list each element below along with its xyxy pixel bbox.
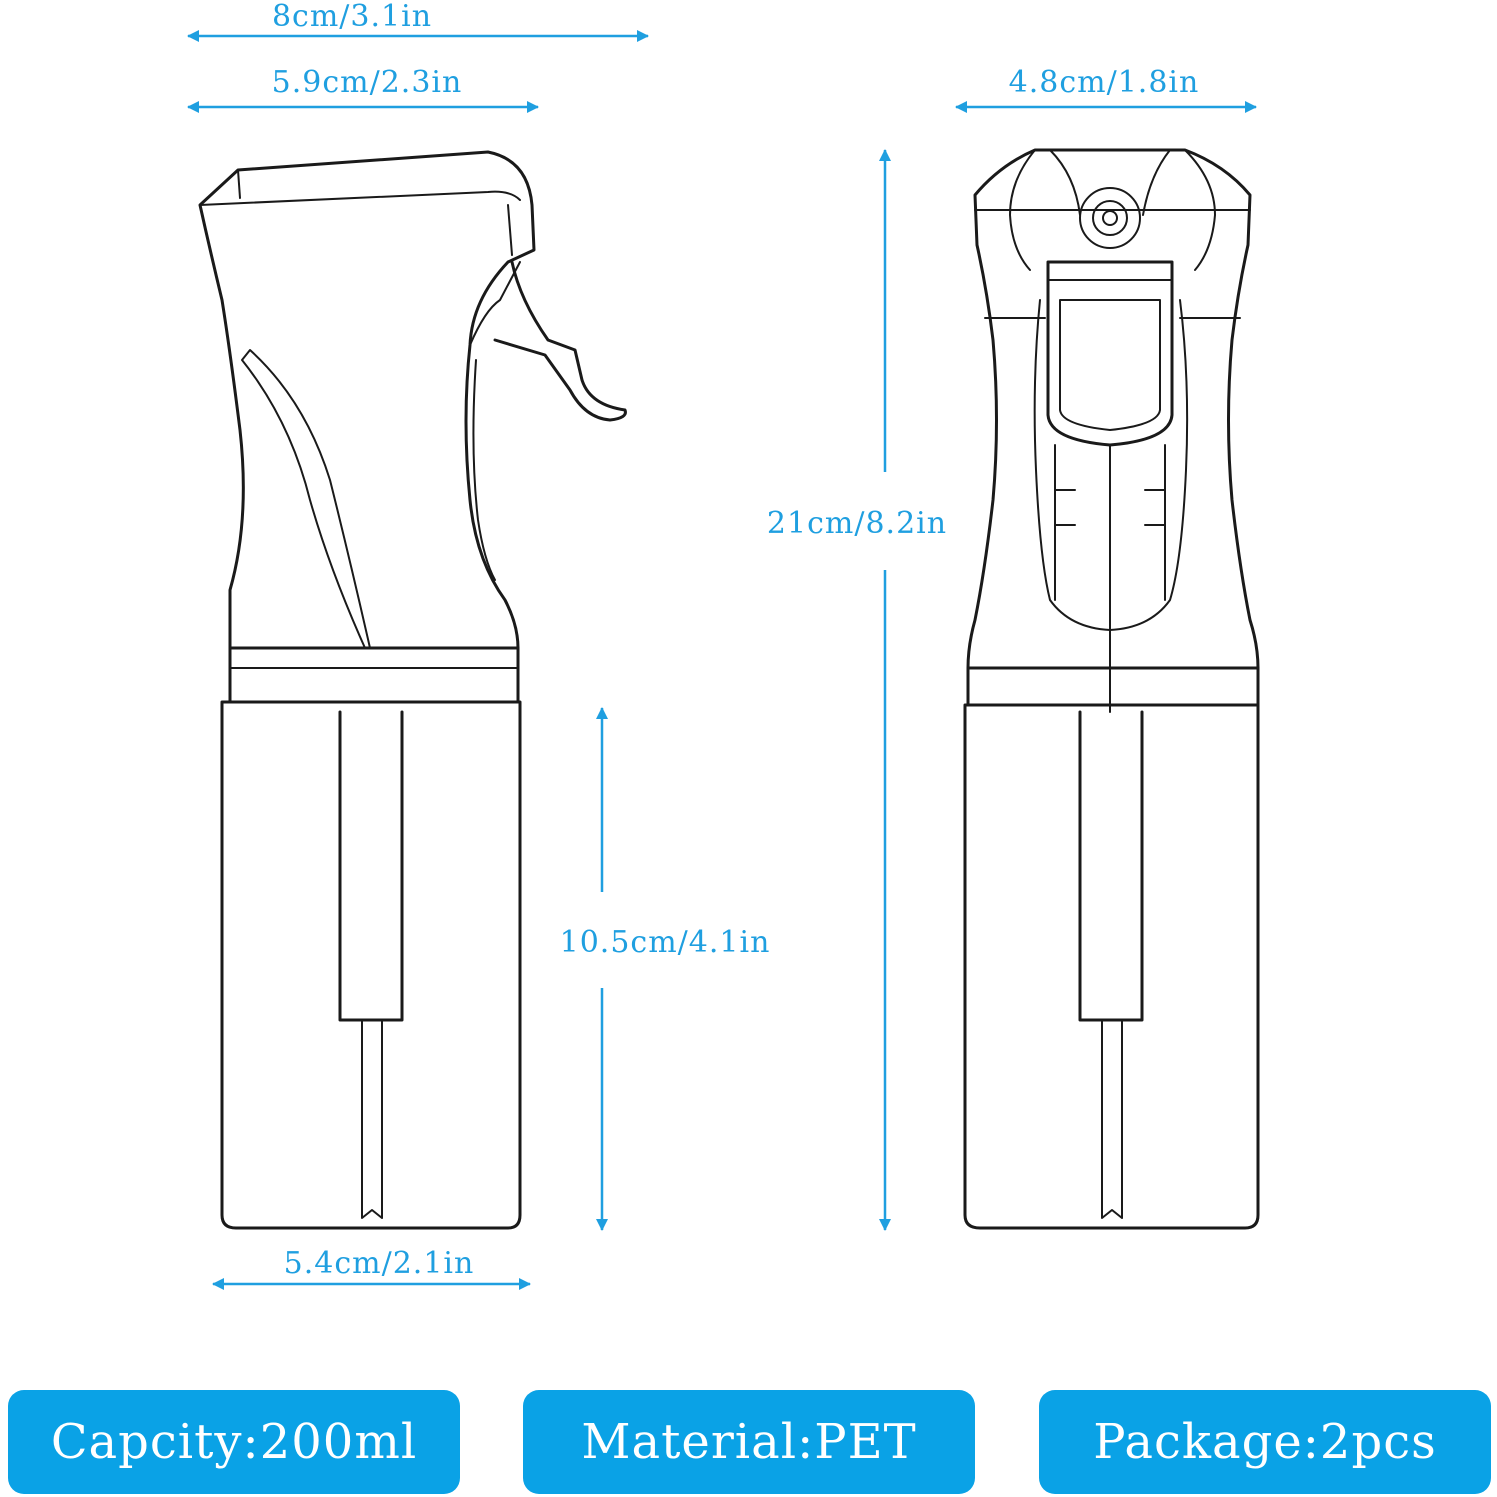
spec-material: Material:PET	[523, 1390, 975, 1494]
front-collar	[966, 666, 1260, 707]
front-nozzle-ring	[1092, 200, 1128, 236]
dim-label-height: 21cm/8.2in	[767, 506, 947, 541]
dim-label-head-width: 5.9cm/2.3in	[272, 65, 463, 100]
side-grip-panel	[241, 349, 371, 649]
side-trigger	[493, 260, 627, 422]
side-dip-tube-sleeve	[338, 710, 404, 1022]
front-dip-tube	[1101, 1019, 1123, 1219]
front-dip-tube-sleeve	[1078, 710, 1144, 1022]
spec-capacity: Capcity:200ml	[8, 1390, 460, 1494]
dim-label-front-width: 4.8cm/1.8in	[1009, 65, 1200, 100]
side-head-top	[199, 190, 521, 206]
dim-label-base-width: 5.4cm/2.1in	[284, 1246, 475, 1281]
side-dip-tube	[361, 1019, 383, 1219]
spec-package: Package:2pcs	[1039, 1390, 1491, 1494]
side-body	[220, 700, 522, 1230]
dim-label-total-width: 8cm/3.1in	[272, 0, 432, 34]
front-nozzle-center	[1102, 210, 1118, 226]
side-collar	[228, 646, 520, 704]
front-nozzle-outer	[1079, 187, 1141, 249]
bottle-drawings: 8cm/3.1in 5.9cm/2.3in 4.8cm/1.8in 21cm/8…	[187, 0, 1260, 1290]
front-trigger	[1046, 260, 1174, 447]
front-body	[963, 703, 1260, 1230]
front-view-bottle	[963, 148, 1260, 1230]
dim-label-body-height: 10.5cm/4.1in	[560, 925, 771, 960]
side-head-outline	[198, 150, 536, 650]
side-view-bottle	[198, 150, 627, 1230]
front-head-outline	[966, 148, 1260, 670]
